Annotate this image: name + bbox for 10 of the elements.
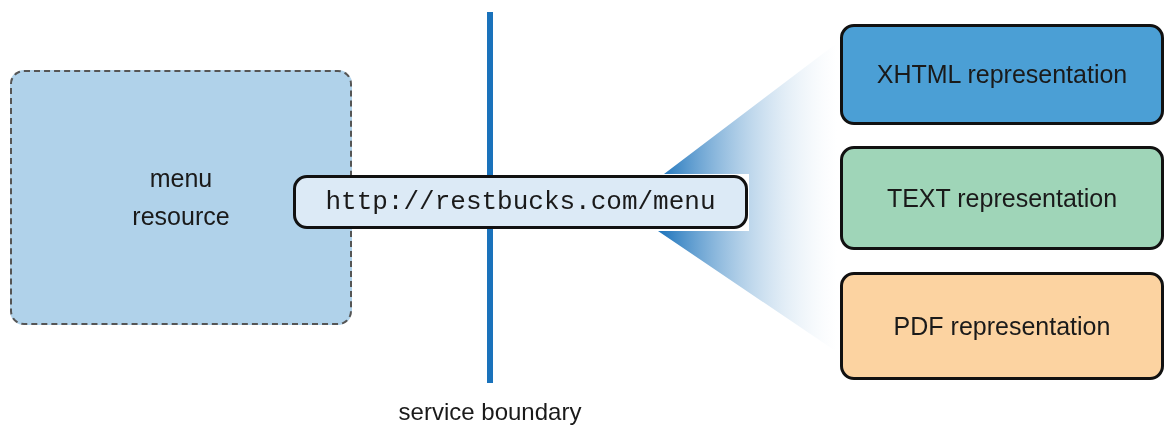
representation-box bbox=[840, 272, 1164, 380]
node-label: menu resource bbox=[131, 163, 231, 232]
node-label: http://restbucks.com/menu bbox=[325, 187, 716, 217]
uri-box bbox=[293, 175, 748, 229]
node-label: PDF representation bbox=[893, 311, 1111, 341]
boundary-label: service boundary bbox=[398, 398, 582, 426]
node-label: TEXT representation bbox=[886, 183, 1118, 213]
node-label: XHTML representation bbox=[876, 60, 1128, 89]
representation-box bbox=[840, 24, 1164, 125]
representation-box bbox=[840, 146, 1164, 250]
